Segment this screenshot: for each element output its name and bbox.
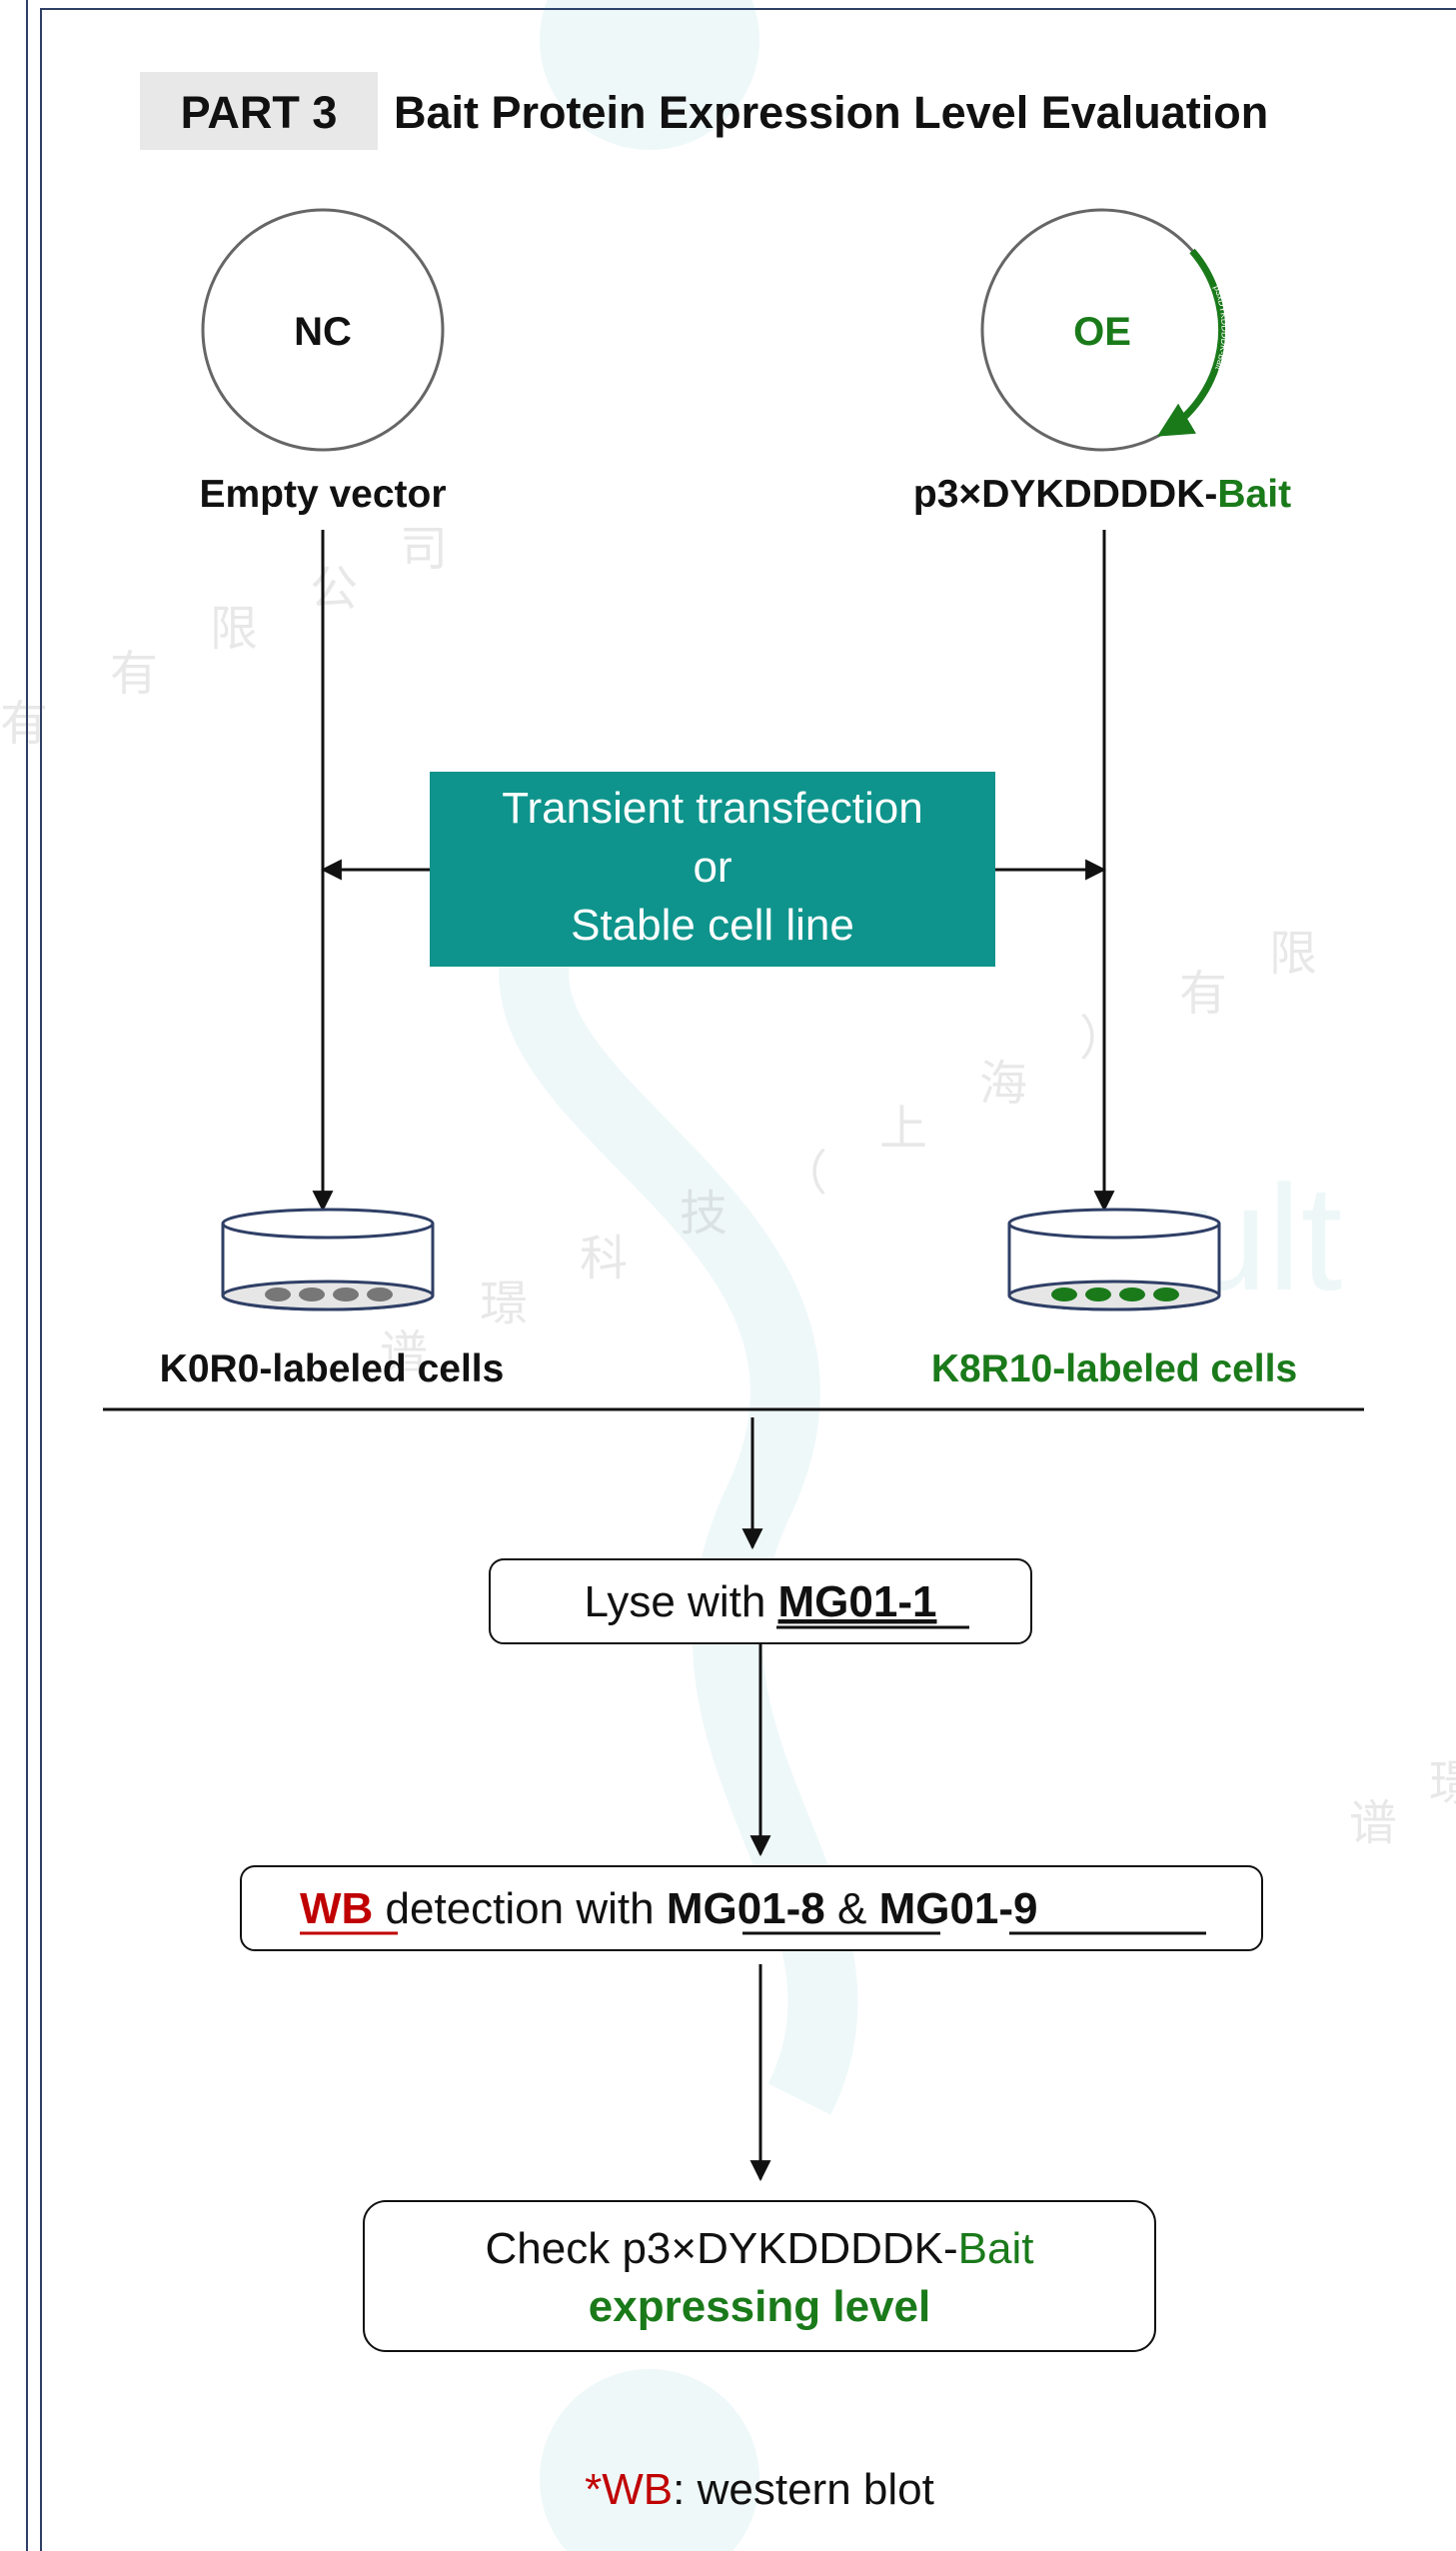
footnote: *WB: western blot (585, 2465, 934, 2514)
watermark-char: （ (779, 1146, 827, 1202)
wb-step-box (240, 1865, 1263, 1951)
bait-vector-suffix: Bait (1217, 473, 1291, 516)
wb-reagent-2: MG01-9 (879, 1884, 1038, 1933)
nc-label: NC (294, 310, 352, 354)
watermark-char: 谱 (380, 1325, 428, 1381)
wb-abbrev: WB (300, 1884, 386, 1933)
check-step-box (363, 2200, 1156, 2352)
lyse-step-text: Lyse with MG01-1 (585, 1577, 937, 1626)
watermark-char: 有 (1179, 966, 1227, 1022)
page-title: Bait Protein Expression Level Evaluation (394, 87, 1268, 138)
watermark-char: 海 (979, 1056, 1027, 1112)
watermark-char: 谱 (1349, 1795, 1397, 1851)
bait-vector-prefix: p3×DYKDDDDK- (913, 473, 1217, 516)
wb-reagent-1: MG01-8 (667, 1884, 825, 1933)
wb-step-text: WB detection with MG01-8 & MG01-9 (300, 1884, 1038, 1933)
watermark-char: 司 (400, 521, 448, 577)
top-border (40, 8, 1456, 10)
inner-left-border (40, 8, 42, 2551)
watermark-char: 璟 (480, 1276, 528, 1331)
k8r10-cells-label: K8R10-labeled cells (931, 1347, 1297, 1390)
watermark-char: 有 (0, 696, 48, 752)
watermark: mult (499, 0, 1342, 2551)
left-border (0, 0, 28, 2551)
watermark-char: 限 (210, 601, 258, 657)
watermark-chars: 有 有 限 公 司 谱 璟 科 技 （ 上 海 ） 有 限 谱 璟 (0, 521, 1456, 1851)
transfection-line3: Stable cell line (571, 901, 854, 950)
check-prefix: Check p3×DYKDDDDK- (486, 2224, 958, 2273)
footnote-marker: *WB (585, 2465, 673, 2514)
empty-vector-label: Empty vector (199, 473, 446, 516)
watermark-char: 限 (1269, 926, 1317, 982)
check-line1: Check p3×DYKDDDDK-Bait (486, 2224, 1034, 2273)
bait-vector-label: p3×DYKDDDDK-Bait (913, 473, 1291, 516)
wb-amp: & (825, 1884, 879, 1933)
k0r0-cells-label: K0R0-labeled cells (160, 1347, 505, 1390)
watermark-char: 璟 (1429, 1755, 1456, 1811)
wb-mid: detection with (386, 1884, 667, 1933)
lyse-prefix: Lyse with (585, 1577, 778, 1626)
watermark-circle-top (540, 0, 759, 150)
watermark-char: 公 (310, 561, 358, 617)
k8r10-culture-dish (1007, 1208, 1221, 1311)
lyse-step-box (489, 1558, 1032, 1644)
transfection-method-box (430, 772, 995, 967)
check-bait: Bait (958, 2224, 1034, 2273)
transfection-line1: Transient transfection (502, 784, 922, 833)
footnote-text: : western blot (673, 2465, 934, 2514)
k0r0-culture-dish (221, 1208, 435, 1311)
part-label-background (140, 72, 378, 150)
transfection-line2: or (693, 843, 731, 892)
watermark-char: 有 (110, 646, 158, 702)
watermark-char: 技 (680, 1186, 728, 1242)
lyse-reagent: MG01-1 (778, 1577, 937, 1626)
empty-vector-plasmid (201, 208, 445, 452)
watermark-char: 上 (879, 1101, 927, 1157)
check-line2: expressing level (589, 2282, 930, 2331)
watermark-char: 科 (580, 1231, 628, 1286)
watermark-circle-bottom (540, 2369, 759, 2551)
part-label: PART 3 (181, 87, 338, 138)
oe-label: OE (1073, 310, 1131, 354)
bait-insert-arc (1156, 248, 1226, 437)
